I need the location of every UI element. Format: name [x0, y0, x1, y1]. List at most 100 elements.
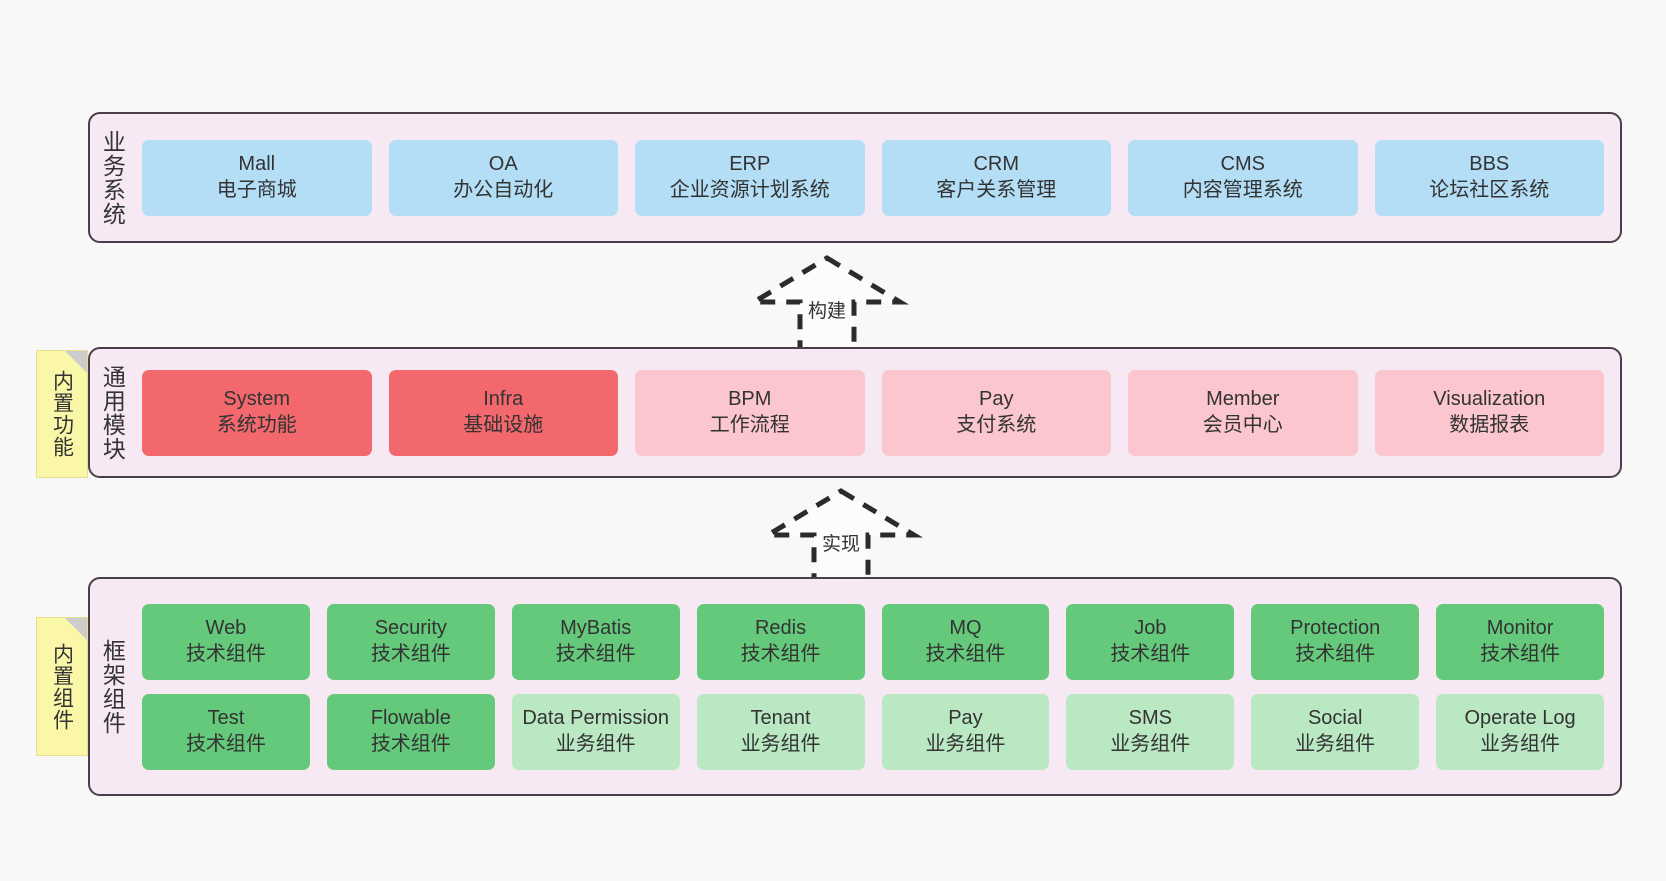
card-subtitle: 电子商城 — [216, 178, 297, 201]
layer-caption-frame: 框架组件 — [99, 638, 126, 735]
card-row: Mall 电子商城 OA 办公自动化 ERP 企业资源计划系统 CRM 客户关系… — [142, 139, 1604, 216]
card-web[interactable]: Web 技术组件 — [142, 603, 310, 680]
card-tenant[interactable]: Tenant 业务组件 — [696, 693, 865, 770]
card-title: Web — [205, 616, 247, 639]
connector-label-build: 构建 — [807, 301, 846, 322]
card-flowable[interactable]: Flowable 技术组件 — [326, 693, 495, 770]
card-subtitle: 技术组件 — [185, 642, 266, 665]
card-subtitle: 数据报表 — [1449, 413, 1530, 436]
card-pay[interactable]: Pay 支付系统 — [881, 369, 1111, 456]
card-crm[interactable]: CRM 客户关系管理 — [881, 139, 1111, 216]
card-subtitle: 内容管理系统 — [1182, 178, 1303, 201]
card-bpm[interactable]: BPM 工作流程 — [635, 369, 865, 456]
card-protection[interactable]: Protection 技术组件 — [1251, 603, 1420, 680]
connector-implement: 实现 — [759, 488, 923, 589]
card-subtitle: 技术组件 — [925, 642, 1006, 665]
card-oa[interactable]: OA 办公自动化 — [388, 139, 618, 216]
card-subtitle: 基础设施 — [463, 413, 544, 436]
card-subtitle: 业务组件 — [555, 732, 636, 755]
card-mall[interactable]: Mall 电子商城 — [142, 139, 372, 216]
card-subtitle: 技术组件 — [555, 642, 636, 665]
card-mq[interactable]: MQ 技术组件 — [881, 603, 1050, 680]
layer-framework-components: 框架组件 Web 技术组件 Security 技术组件 MyBatis 技术组件… — [88, 577, 1622, 796]
layer-business-systems: 业务系统 Mall 电子商城 OA 办公自动化 ERP 企业资源计划系统 CRM… — [88, 112, 1622, 243]
sticky-note-builtin-components: 内置组件 — [36, 617, 88, 756]
layer-caption-business: 业务系统 — [99, 129, 126, 226]
card-subtitle: 工作流程 — [709, 413, 790, 436]
card-infra[interactable]: Infra 基础设施 — [388, 369, 618, 456]
card-title: SMS — [1128, 706, 1172, 729]
card-data-permission[interactable]: Data Permission 业务组件 — [511, 693, 680, 770]
card-subtitle: 办公自动化 — [453, 178, 554, 201]
card-title: Job — [1134, 616, 1167, 639]
card-job[interactable]: Job 技术组件 — [1066, 603, 1235, 680]
card-cms[interactable]: CMS 内容管理系统 — [1128, 139, 1358, 216]
card-title: Monitor — [1486, 616, 1554, 639]
card-subtitle: 客户关系管理 — [936, 178, 1057, 201]
card-subtitle: 业务组件 — [740, 732, 821, 755]
card-subtitle: 企业资源计划系统 — [669, 178, 830, 201]
card-subtitle: 业务组件 — [1295, 732, 1376, 755]
card-title: BBS — [1469, 152, 1510, 175]
card-title: Redis — [754, 616, 807, 639]
card-mybatis[interactable]: MyBatis 技术组件 — [511, 603, 680, 680]
card-title: CMS — [1220, 152, 1265, 175]
connector-build: 构建 — [745, 255, 909, 356]
card-row: System 系统功能 Infra 基础设施 BPM 工作流程 Pay 支付系统… — [142, 369, 1604, 456]
card-subtitle: 论坛社区系统 — [1429, 178, 1550, 201]
card-subtitle: 系统功能 — [216, 413, 297, 436]
card-title: Tenant — [750, 706, 811, 729]
card-title: Security — [374, 616, 447, 639]
card-title: Mall — [238, 152, 276, 175]
card-title: Flowable — [370, 706, 451, 729]
card-title: MyBatis — [560, 616, 632, 639]
card-subtitle: 支付系统 — [956, 413, 1037, 436]
card-title: Operate Log — [1464, 706, 1576, 729]
card-test[interactable]: Test 技术组件 — [142, 693, 310, 770]
card-title: Test — [207, 706, 245, 729]
card-subtitle: 业务组件 — [1480, 732, 1561, 755]
card-erp[interactable]: ERP 企业资源计划系统 — [635, 139, 865, 216]
card-subtitle: 技术组件 — [185, 732, 266, 755]
card-title: Visualization — [1433, 387, 1546, 410]
card-bbs[interactable]: BBS 论坛社区系统 — [1374, 139, 1604, 216]
card-subtitle: 技术组件 — [370, 732, 451, 755]
card-title: Protection — [1290, 616, 1381, 639]
card-title: MQ — [949, 616, 982, 639]
card-sms[interactable]: SMS 业务组件 — [1066, 693, 1235, 770]
card-title: Infra — [483, 387, 524, 410]
card-title: OA — [488, 152, 518, 175]
layer-common-modules: 通用模块 System 系统功能 Infra 基础设施 BPM 工作流程 Pay… — [88, 347, 1622, 478]
card-title: Pay — [948, 706, 983, 729]
card-subtitle: 技术组件 — [1480, 642, 1561, 665]
card-monitor[interactable]: Monitor 技术组件 — [1436, 603, 1604, 680]
card-title: BPM — [728, 387, 772, 410]
card-row: Test 技术组件 Flowable 技术组件 Data Permission … — [142, 693, 1604, 770]
card-subtitle: 业务组件 — [925, 732, 1006, 755]
card-title: Social — [1307, 706, 1363, 729]
card-pay-business[interactable]: Pay 业务组件 — [881, 693, 1050, 770]
card-social[interactable]: Social 业务组件 — [1251, 693, 1420, 770]
card-title: Pay — [979, 387, 1014, 410]
card-security[interactable]: Security 技术组件 — [326, 603, 495, 680]
card-title: System — [223, 387, 291, 410]
card-operate-log[interactable]: Operate Log 业务组件 — [1436, 693, 1604, 770]
card-row: Web 技术组件 Security 技术组件 MyBatis 技术组件 Redi… — [142, 603, 1604, 680]
card-title: Data Permission — [522, 706, 670, 729]
layer-body-frame: Web 技术组件 Security 技术组件 MyBatis 技术组件 Redi… — [134, 579, 1620, 794]
card-subtitle: 会员中心 — [1202, 413, 1283, 436]
card-member[interactable]: Member 会员中心 — [1128, 369, 1358, 456]
sticky-note-builtin-functions: 内置功能 — [36, 350, 88, 478]
connector-label-implement: 实现 — [821, 534, 860, 555]
card-subtitle: 技术组件 — [740, 642, 821, 665]
layer-body-business: Mall 电子商城 OA 办公自动化 ERP 企业资源计划系统 CRM 客户关系… — [134, 114, 1620, 241]
card-redis[interactable]: Redis 技术组件 — [696, 603, 865, 680]
card-subtitle: 技术组件 — [1110, 642, 1191, 665]
card-subtitle: 业务组件 — [1110, 732, 1191, 755]
card-system[interactable]: System 系统功能 — [142, 369, 372, 456]
card-title: CRM — [973, 152, 1020, 175]
card-visualization[interactable]: Visualization 数据报表 — [1374, 369, 1604, 456]
layer-body-modules: System 系统功能 Infra 基础设施 BPM 工作流程 Pay 支付系统… — [134, 349, 1620, 476]
card-title: Member — [1206, 387, 1280, 410]
card-title: ERP — [729, 152, 771, 175]
